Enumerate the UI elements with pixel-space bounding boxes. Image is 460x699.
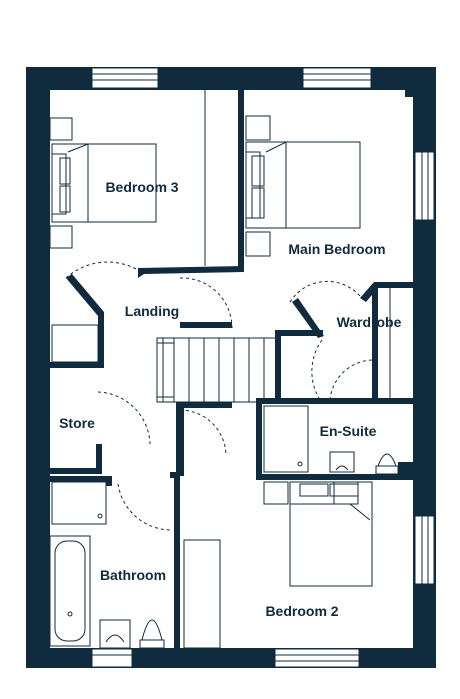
- label-landing: Landing: [125, 303, 179, 319]
- label-store: Store: [59, 415, 95, 431]
- windows: [91, 67, 435, 668]
- label-main-bedroom: Main Bedroom: [288, 241, 385, 257]
- label-bedroom2: Bedroom 2: [265, 603, 338, 619]
- en-suite-fixtures: [263, 405, 399, 475]
- label-bedroom3: Bedroom 3: [105, 179, 178, 195]
- label-en-suite: En-Suite: [320, 423, 377, 439]
- label-wardrobe: Wardrobe: [337, 314, 402, 330]
- bedroom3-furniture: [49, 90, 206, 266]
- bathroom-fixtures: [49, 481, 165, 649]
- interior-walls: [50, 88, 413, 648]
- staircase: [156, 337, 278, 403]
- doors: [65, 261, 373, 531]
- store-furniture: [51, 324, 99, 363]
- label-bathroom: Bathroom: [100, 567, 166, 583]
- room-labels: Bedroom 3 Main Bedroom Landing Wardrobe …: [59, 179, 402, 619]
- main-bedroom-furniture: [245, 115, 361, 257]
- bedroom2-furniture: [183, 481, 373, 649]
